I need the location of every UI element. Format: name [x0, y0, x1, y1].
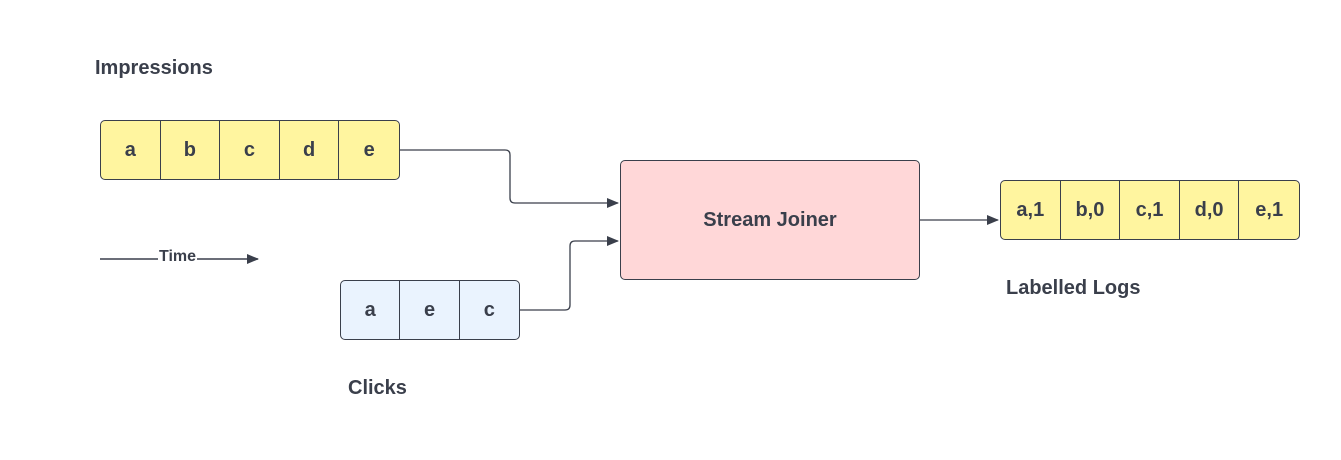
queue-cell: e — [400, 281, 460, 339]
queue-cell: b,0 — [1061, 181, 1121, 239]
queue-cell: d,0 — [1180, 181, 1240, 239]
queue-cell: a,1 — [1001, 181, 1061, 239]
clicks-queue: a e c — [340, 280, 520, 340]
queue-cell: c — [220, 121, 280, 179]
impressions-queue: a b c d e — [100, 120, 400, 180]
queue-cell: c,1 — [1120, 181, 1180, 239]
queue-cell: b — [161, 121, 221, 179]
clicks-to-joiner-arrow — [520, 236, 619, 311]
queue-cell: d — [280, 121, 340, 179]
time-label: Time — [158, 248, 198, 266]
queue-cell: e,1 — [1255, 198, 1284, 221]
clicks-label: Clicks — [348, 377, 407, 399]
impressions-label: Impressions — [95, 57, 213, 79]
queue-cell: a — [341, 281, 401, 339]
impressions-to-joiner-arrow — [400, 149, 619, 208]
queue-cell: a — [101, 121, 161, 179]
stream-joiner-box: Stream Joiner — [620, 160, 920, 280]
labelled-logs-label: Labelled Logs — [1006, 277, 1141, 299]
queue-cell: e — [363, 138, 375, 161]
queue-cell: c — [483, 298, 495, 321]
labelled-logs-queue: a,1 b,0 c,1 d,0 e,1 — [1000, 180, 1300, 240]
stream-joiner-label: Stream Joiner — [703, 208, 837, 231]
